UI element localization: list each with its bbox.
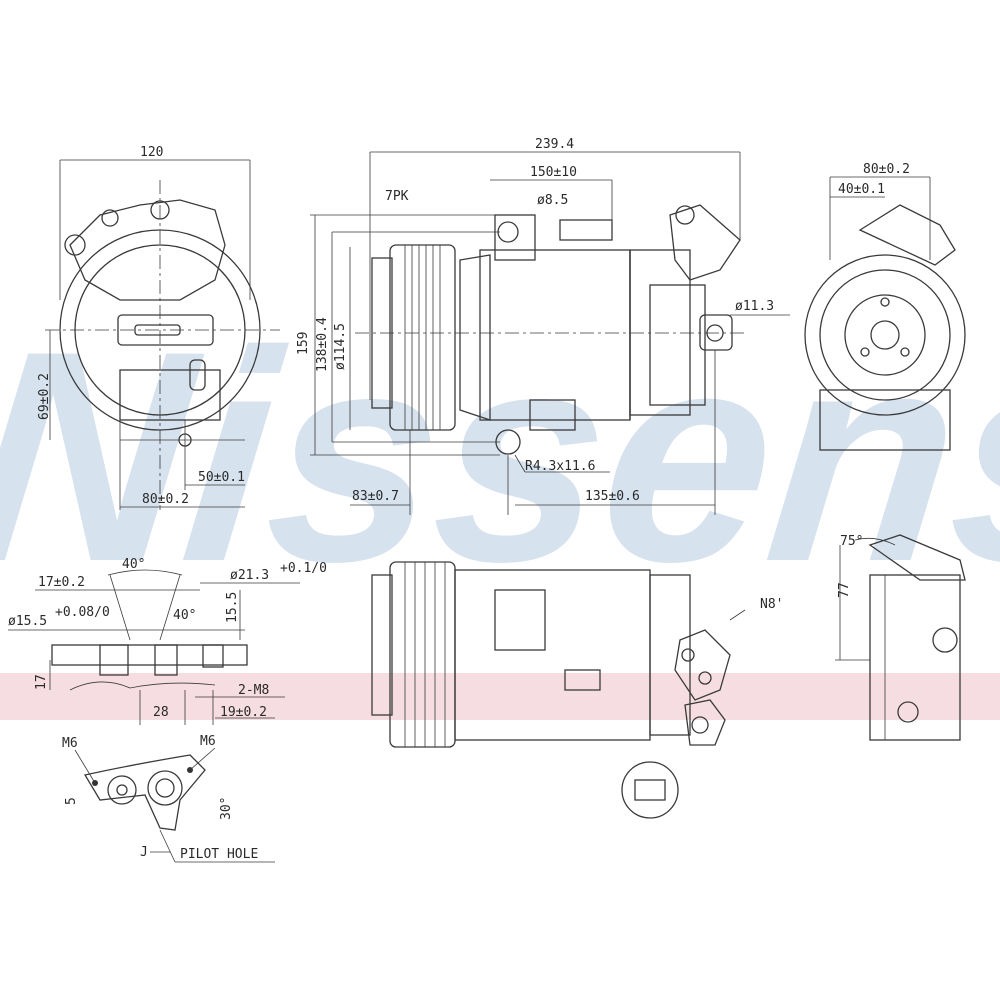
dim-height-17: 17 [34,674,49,690]
dim-slot: R4.3x11.6 [525,459,595,474]
dim-angle-30: 30° [219,797,234,820]
dim-offset-50: 50±0.1 [198,470,245,485]
dim-overall-length: 239.4 [535,137,574,152]
dim-bore-large: ø21.3 [230,568,269,583]
dim-angle-mid: 40° [173,608,196,623]
detail-section [8,569,300,725]
dim-rear-width: 80±0.2 [863,162,910,177]
label-thread-n8: N8' [760,597,783,612]
dim-bore-small: ø15.5 [8,614,47,629]
detail-flange [74,747,275,863]
label-pilot-hole: PILOT HOLE [180,847,258,862]
side-view [310,151,790,515]
dim-width-17: 17±0.2 [38,575,85,590]
dim-connector: 150±10 [530,165,577,180]
dim-rear-half-width: 40±0.1 [838,182,885,197]
dim-bore-small-tol: +0.08/0 [55,605,110,620]
dim-pulley-diameter: ø114.5 [333,323,348,370]
dim-offset-5: 5 [64,797,79,805]
dim-angle-75: 75° [840,534,863,549]
rear-view [804,176,966,451]
dim-height-69: 69±0.2 [37,373,52,420]
dim-offset-80: 80±0.2 [142,492,189,507]
dim-hole-top: ø8.5 [537,193,568,208]
dim-width-120: 120 [140,145,163,160]
front-view [45,159,280,510]
label-belt-7pk: 7PK [385,189,409,204]
dim-hole-right: ø11.3 [735,299,774,314]
dim-mount-spacing: 135±0.6 [585,489,640,504]
label-m6-left: M6 [62,736,78,751]
dim-pulley-offset: 83±0.7 [352,489,399,504]
label-view-j: J [140,845,148,860]
dim-length-77: 77 [837,582,852,598]
label-thread-2-m8: 2-M8 [238,683,269,698]
dim-bore-large-tol: +0.1/0 [280,561,327,576]
dim-spacing-28: 28 [153,705,169,720]
watermark-logo: Nissens [0,289,1000,624]
dim-angle-top: 40° [122,557,145,572]
dim-depth: 15.5 [225,592,240,623]
dim-height-mount: 138±0.4 [315,317,330,372]
dim-height-total: 159 [296,332,311,355]
bottom-view [371,534,966,819]
label-m6-right: M6 [200,734,216,749]
dim-offset-19: 19±0.2 [220,705,267,720]
pink-band [0,673,1000,720]
